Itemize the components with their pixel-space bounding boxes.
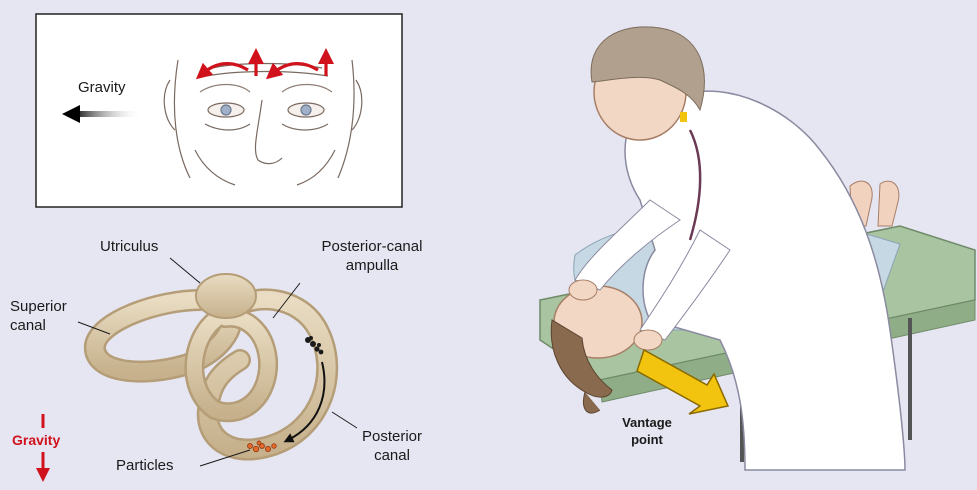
exam-scene: [540, 27, 975, 470]
semicircular-canals: [36, 258, 357, 482]
superior-canal-label: Superior canal: [10, 297, 67, 335]
utriculus-label: Utriculus: [100, 237, 158, 256]
vantage-point-label: Vantage point: [607, 414, 687, 448]
inset-gravity-label: Gravity: [78, 78, 126, 97]
superior-label-line1: Superior: [10, 297, 67, 316]
particles-label: Particles: [116, 456, 174, 475]
face-inset-panel: [36, 14, 402, 207]
vertical-gravity-label: Gravity: [12, 431, 60, 450]
vantage-label-line2: point: [607, 431, 687, 448]
vantage-label-line1: Vantage: [607, 414, 687, 431]
posterior-canal-label: Posterior canal: [355, 427, 429, 465]
ampulla-label-line2: ampulla: [299, 256, 445, 275]
posterior-label-line2: canal: [355, 446, 429, 465]
superior-label-line2: canal: [10, 316, 67, 335]
posterior-label-line1: Posterior: [355, 427, 429, 446]
ampulla-label-line1: Posterior-canal: [299, 237, 445, 256]
ampulla-label: Posterior-canal ampulla: [299, 237, 445, 275]
